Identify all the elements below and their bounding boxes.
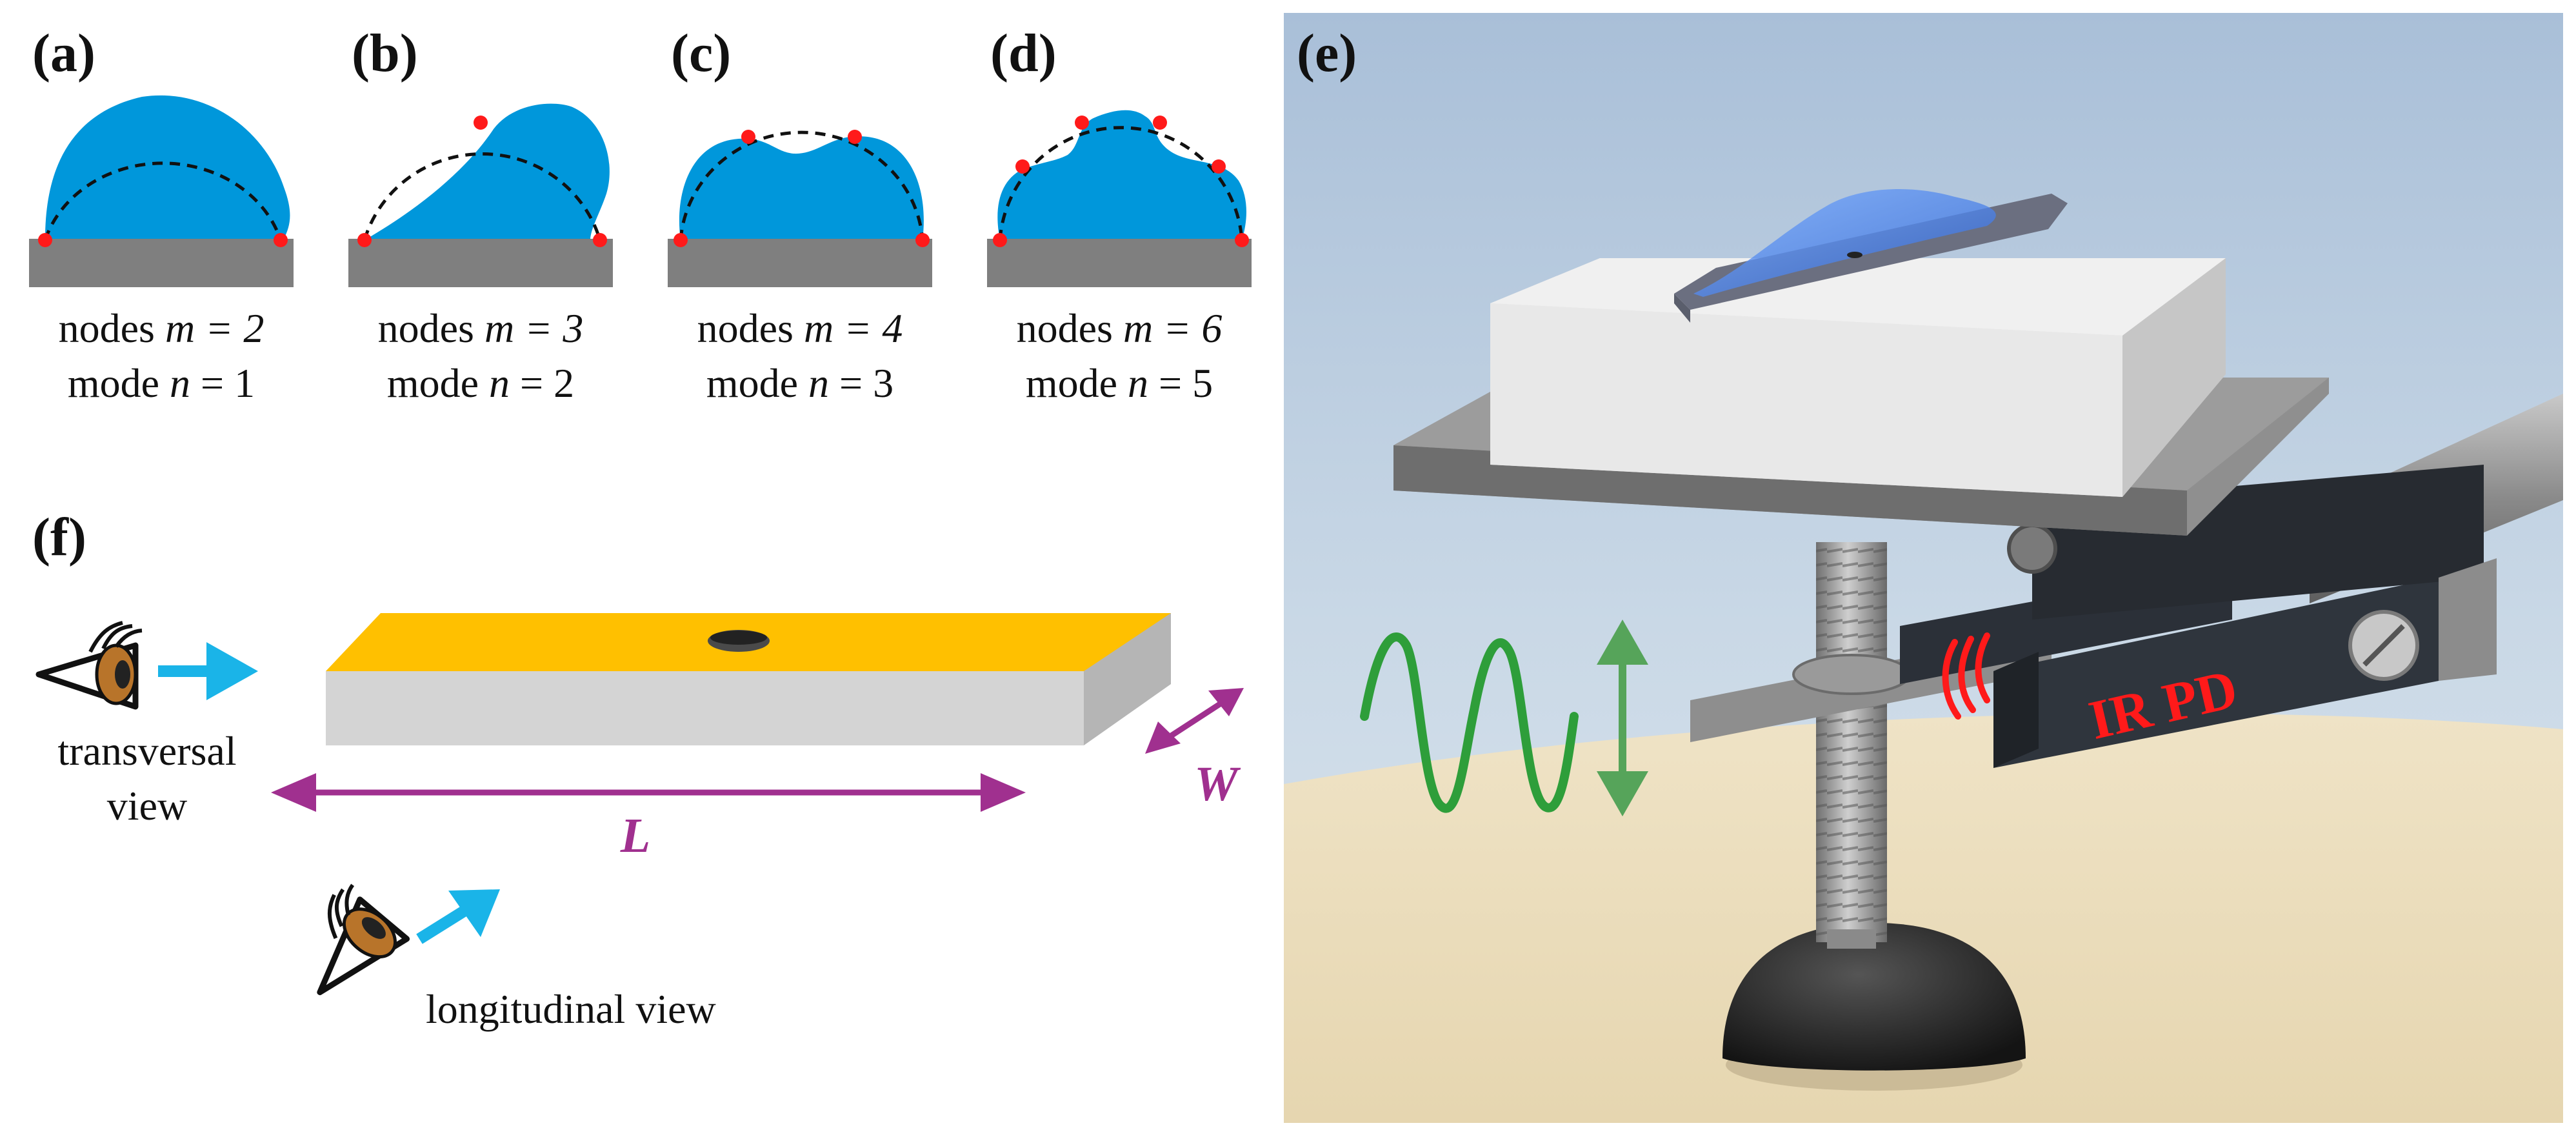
plate-front xyxy=(326,671,1084,745)
caption-mode: mode n = 3 xyxy=(706,360,894,406)
length-symbol: L xyxy=(620,809,650,863)
node-dot xyxy=(1153,116,1167,130)
caption-nodes: nodes m = 2 xyxy=(59,305,265,351)
panel-label-c: (c) xyxy=(671,23,731,83)
panel-b: (b) nodes m = 3 mode n = 2 xyxy=(348,23,613,406)
panel-e: IR PD xyxy=(1284,13,2563,1123)
panel-c: (c) nodes m = 4 mode n = 3 xyxy=(668,23,932,406)
caption-nodes: nodes m = 4 xyxy=(697,305,903,351)
panel-f: (f) transversal view xyxy=(32,507,1244,1032)
scene-floor xyxy=(1284,713,2563,1123)
arrow-icon xyxy=(416,889,500,944)
panel-label-f: (f) xyxy=(32,507,86,567)
node-dot xyxy=(593,233,607,247)
transversal-label: transversal xyxy=(57,728,236,774)
panel-label-d: (d) xyxy=(990,23,1057,83)
node-dot xyxy=(474,116,488,130)
panel-label-a: (a) xyxy=(32,23,95,83)
screw-head xyxy=(2007,523,2057,574)
double-arrow-icon xyxy=(1597,620,1648,816)
substrate xyxy=(29,239,294,287)
width-dimension xyxy=(1145,688,1244,754)
caption-nodes: nodes m = 3 xyxy=(378,305,584,351)
length-dimension xyxy=(271,773,1026,812)
substrate xyxy=(348,239,613,287)
substrate xyxy=(987,239,1252,287)
droplet-shape xyxy=(679,136,924,240)
node-dot xyxy=(1015,159,1030,174)
sample-plate xyxy=(1674,189,2068,323)
droplet xyxy=(1693,189,1996,297)
threaded-screw xyxy=(1816,542,1887,949)
node-dot xyxy=(357,233,372,247)
ir-beam-icon xyxy=(1942,632,1990,720)
substrate xyxy=(668,239,932,287)
node-dot xyxy=(915,233,930,247)
caption-mode: mode n = 1 xyxy=(68,360,255,406)
node-dot xyxy=(38,233,52,247)
droplet-shape xyxy=(997,110,1246,240)
arrow-icon xyxy=(158,642,258,700)
node-arc xyxy=(363,152,602,241)
screw-nut xyxy=(1792,654,1911,695)
node-arc xyxy=(679,130,924,241)
node-dot xyxy=(1212,159,1226,174)
node-dot xyxy=(674,233,688,247)
plate-side xyxy=(1084,613,1171,745)
node-arc xyxy=(998,126,1244,241)
caption-mode: mode n = 5 xyxy=(1026,360,1213,406)
node-dot xyxy=(993,233,1007,247)
node-dot xyxy=(1075,116,1089,130)
plate-hole-shade xyxy=(710,631,767,645)
leveling-foot xyxy=(1722,923,2026,1071)
wave-icon xyxy=(1360,632,1579,813)
sample-block xyxy=(1490,258,2226,497)
node-dot xyxy=(741,130,755,144)
panel-d: (d) nodes m = 6 mode n = 5 xyxy=(987,23,1252,406)
caption-nodes: nodes m = 6 xyxy=(1017,305,1223,351)
width-symbol: W xyxy=(1194,757,1241,811)
panel-a: (a) nodes m = 2 mode n = 1 xyxy=(29,23,294,406)
eye-icon xyxy=(35,621,143,710)
panel-label-e: (e) xyxy=(1297,23,1357,83)
caption-mode: mode n = 2 xyxy=(387,360,574,406)
droplet-shape xyxy=(45,95,290,239)
mounting-bracket xyxy=(2439,558,2497,681)
node-dot xyxy=(848,130,862,144)
plate xyxy=(326,613,1171,745)
node-arc xyxy=(43,161,283,241)
eye-icon xyxy=(317,884,410,996)
droplet-shape xyxy=(364,103,610,240)
node-dot xyxy=(274,233,288,247)
transversal-label-view: view xyxy=(107,783,187,829)
longitudinal-label: longitudinal view xyxy=(426,986,716,1032)
panel-label-b: (b) xyxy=(352,23,418,83)
node-dot xyxy=(1235,233,1249,247)
